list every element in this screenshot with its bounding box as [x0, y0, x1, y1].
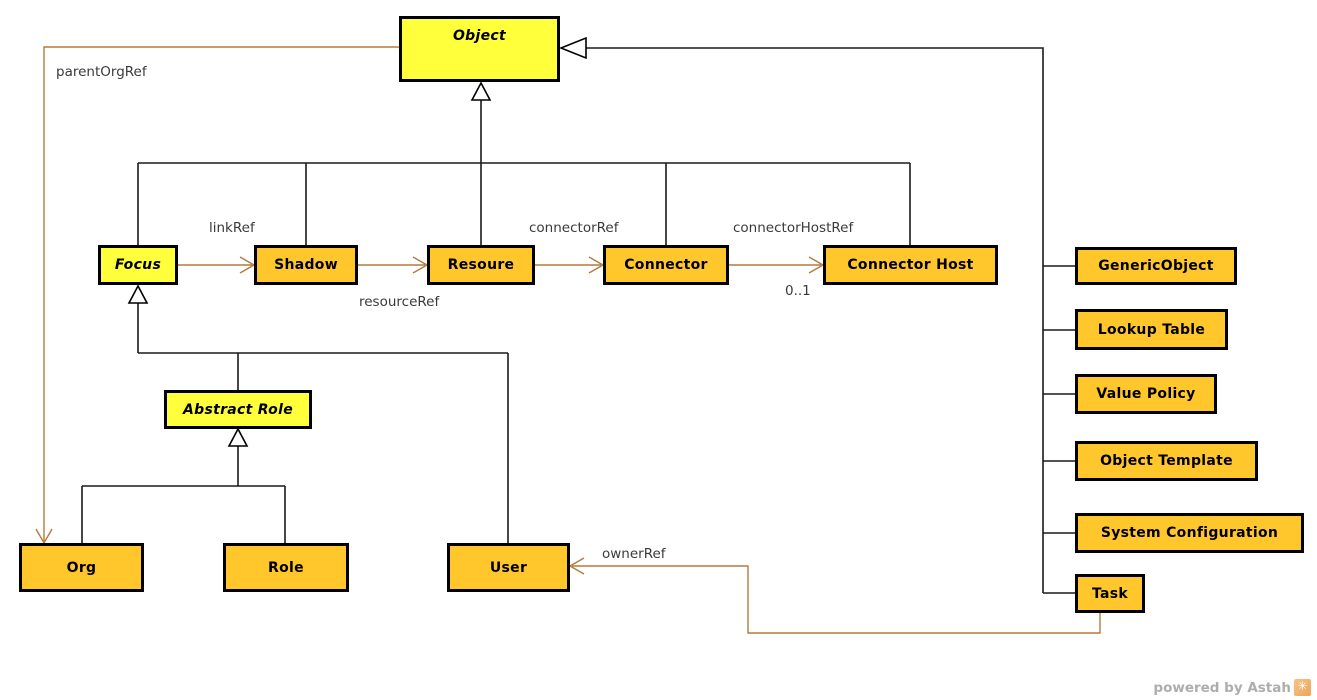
class-system-configuration-label: System Configuration: [1100, 525, 1279, 541]
label-resource-ref: resourceRef: [359, 294, 440, 310]
class-lookup-table-label: Lookup Table: [1097, 321, 1206, 338]
class-org-label: Org: [66, 559, 97, 576]
triangle-abstract-role-bottom: [227, 427, 249, 447]
class-connector-label: Connector: [624, 257, 708, 273]
arrowhead-owner-ref: [568, 557, 585, 575]
class-shadow-label: Shadow: [274, 257, 338, 273]
class-focus-label: Focus: [114, 257, 162, 273]
triangle-object-bottom: [470, 81, 492, 101]
edge-owner-ref[interactable]: [572, 565, 1101, 634]
label-multiplicity-0-1: 0..1: [785, 283, 811, 299]
class-org[interactable]: Org: [19, 543, 144, 592]
label-link-ref: linkRef: [209, 220, 255, 236]
class-value-policy-label: Value Policy: [1096, 386, 1196, 402]
class-abstract-role[interactable]: Abstract Role: [164, 390, 312, 429]
class-object[interactable]: Object: [399, 16, 560, 82]
class-role[interactable]: Role: [223, 543, 349, 592]
class-focus[interactable]: Focus: [98, 245, 178, 285]
class-system-configuration[interactable]: System Configuration: [1075, 513, 1304, 553]
edge-parent-org-ref[interactable]: [43, 46, 399, 541]
watermark-text: powered by Astah: [1153, 679, 1291, 696]
class-value-policy[interactable]: Value Policy: [1075, 374, 1217, 414]
class-abstract-role-label: Abstract Role: [183, 401, 293, 418]
astah-watermark[interactable]: powered by Astah ✳: [1153, 679, 1311, 696]
triangle-focus-bottom: [127, 284, 149, 304]
class-shadow[interactable]: Shadow: [254, 245, 358, 285]
edge-right-rail[interactable]: [586, 47, 1044, 593]
class-object-template[interactable]: Object Template: [1075, 441, 1258, 481]
class-generic-object[interactable]: GenericObject: [1075, 247, 1237, 285]
class-connector-host[interactable]: Connector Host: [823, 245, 998, 285]
class-object-label: Object: [452, 28, 506, 44]
label-parent-org-ref: parentOrgRef: [56, 64, 147, 80]
astah-logo-icon: ✳: [1294, 679, 1311, 696]
label-connector-ref: connectorRef: [529, 220, 619, 236]
class-object-template-label: Object Template: [1100, 453, 1233, 469]
class-user[interactable]: User: [447, 543, 570, 592]
class-task-label: Task: [1091, 585, 1129, 602]
label-owner-ref: ownerRef: [602, 546, 666, 562]
class-resoure-label: Resoure: [447, 257, 515, 273]
class-generic-object-label: GenericObject: [1098, 258, 1214, 274]
class-user-label: User: [489, 559, 528, 576]
class-lookup-table[interactable]: Lookup Table: [1075, 309, 1228, 350]
class-task[interactable]: Task: [1075, 574, 1145, 613]
label-connector-host-ref: connectorHostRef: [733, 220, 854, 236]
class-resoure[interactable]: Resoure: [427, 245, 535, 285]
class-connector-host-label: Connector Host: [847, 257, 974, 273]
class-role-label: Role: [268, 559, 304, 576]
class-connector[interactable]: Connector: [603, 245, 729, 285]
triangle-object-right: [558, 36, 587, 60]
